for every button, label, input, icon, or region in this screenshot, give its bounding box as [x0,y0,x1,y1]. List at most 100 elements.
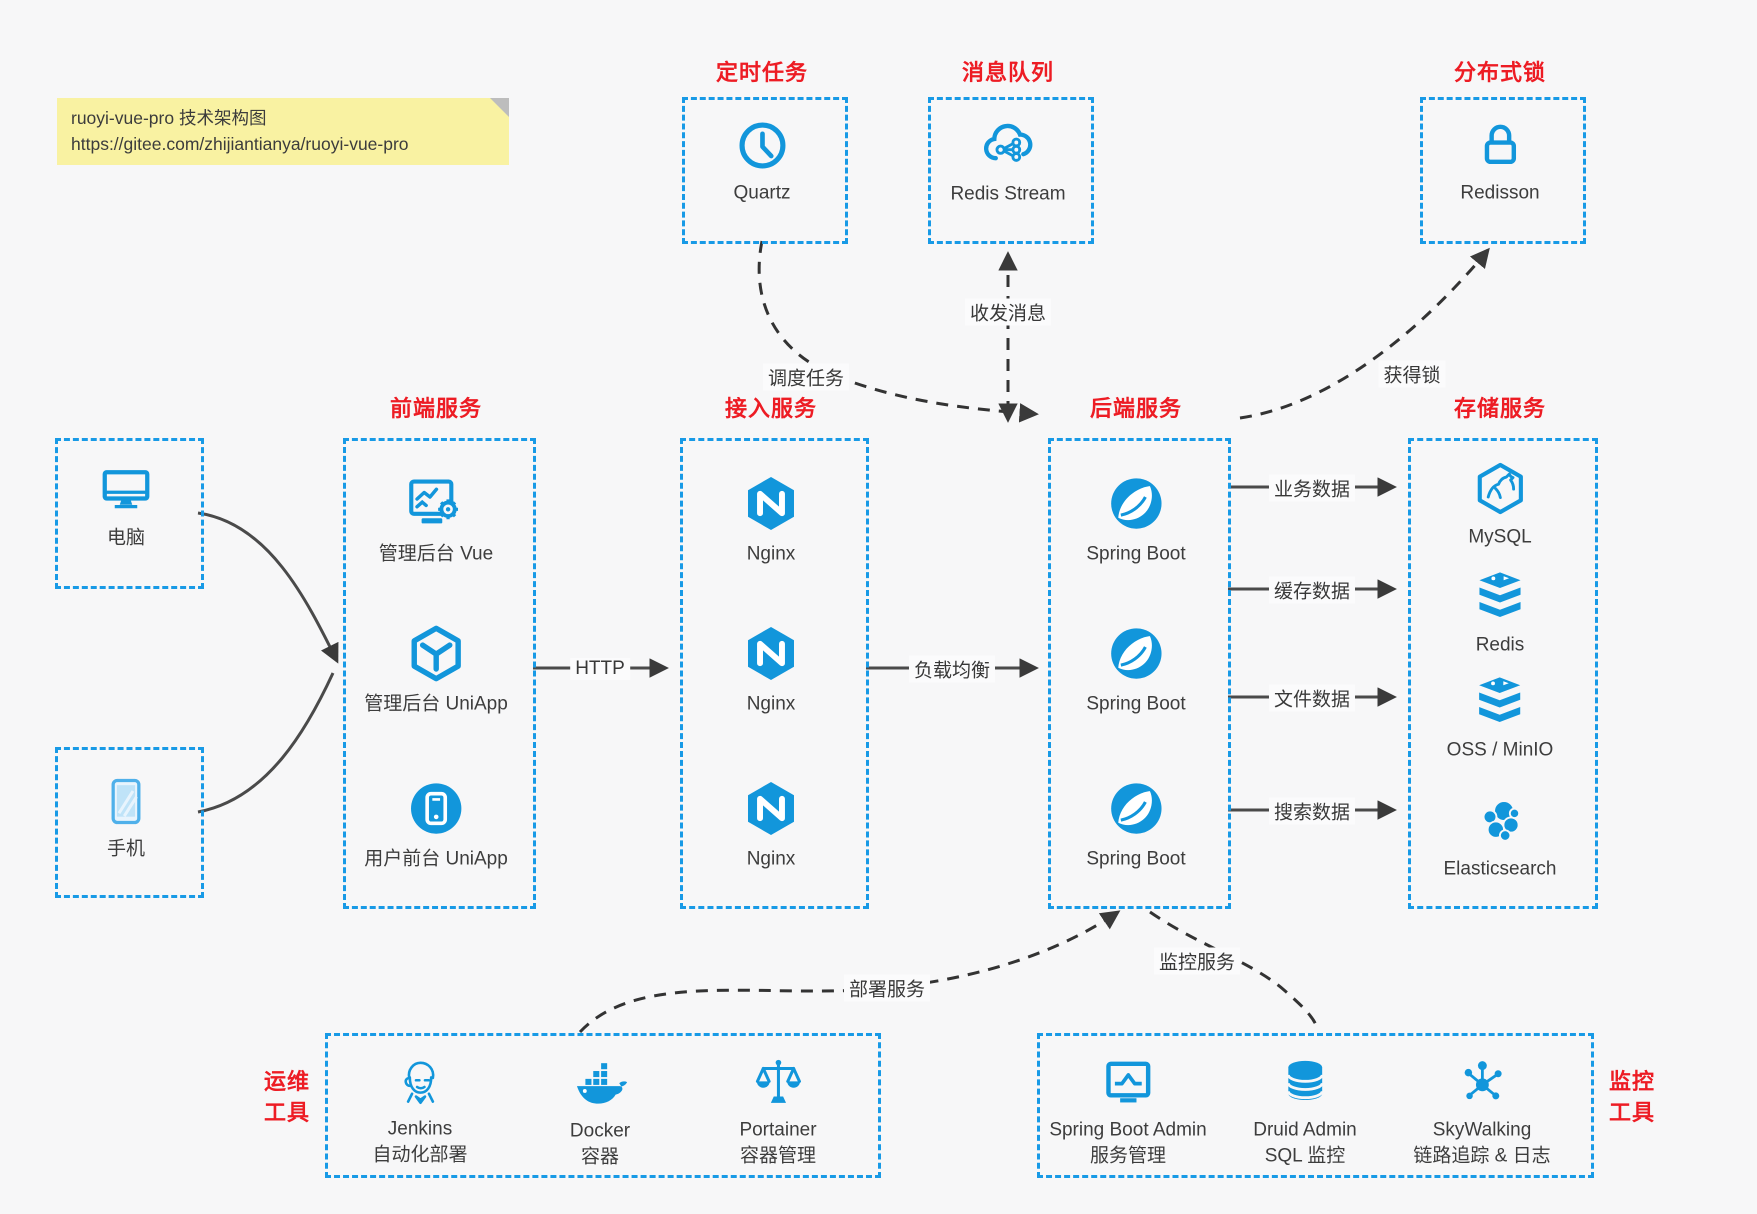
node-mobile-label: 手机 [106,838,145,860]
node-admin-uniapp: 管理后台 UniApp [364,623,508,718]
node-quartz-label: Quartz [733,182,791,204]
group-storage-title: 存储服务 [1453,396,1547,421]
group-monitoring-box [1037,1033,1594,1178]
node-user-uniapp-label: 用户前台 UniApp [364,848,508,870]
node-portainer-label2: 容器管理 [739,1145,817,1167]
node-admin-vue: 管理后台 Vue [379,473,493,568]
group-backend-title: 后端服务 [1089,396,1183,421]
node-desktop-label: 电脑 [106,527,145,549]
node-oss-minio-label: OSS / MinIO [1446,739,1554,761]
client-mobile-box [55,747,204,898]
node-redis-stream: Redis Stream [950,117,1066,208]
note-fold-corner [490,98,509,117]
node-druid-admin-label2: SQL 监控 [1264,1145,1346,1167]
group-devops-title-line2: 工具 [263,1100,311,1125]
sticky-note-title: ruoyi-vue-pro 技术架构图 [71,108,267,128]
group-message-queue-title: 消息队列 [961,60,1055,85]
node-mobile: 手机 [98,774,154,863]
druid-icon [1277,1055,1333,1111]
node-docker-label1: Docker [569,1120,631,1142]
node-portainer: Portainer 容器管理 [739,1055,817,1170]
node-spring-boot-2-label: Spring Boot [1086,693,1186,715]
jenkins-icon [393,1056,447,1110]
node-portainer-label1: Portainer [739,1119,817,1141]
edge-label-business-data: 业务数据 [1268,474,1356,502]
group-storage-box [1408,438,1598,909]
node-elasticsearch: Elasticsearch [1444,794,1557,883]
node-jenkins: Jenkins 自动化部署 [372,1056,468,1169]
node-nginx-3-label: Nginx [746,848,796,870]
node-druid-admin: Druid Admin SQL 监控 [1253,1055,1357,1170]
group-monitoring-title-line2: 工具 [1608,1100,1656,1125]
node-nginx-1: Nginx [740,473,802,568]
node-mysql: MySQL [1468,460,1532,551]
group-access-title: 接入服务 [724,396,818,421]
edge-deploy-service-line [578,910,1121,1034]
sticky-note-url: https://gitee.com/zhijiantianya/ruoyi-vu… [71,134,409,154]
uniapp-cube-icon [405,623,467,685]
node-skywalking-label1: SkyWalking [1432,1119,1532,1141]
user-uniapp-icon [405,778,467,840]
node-nginx-1-label: Nginx [746,543,796,565]
group-scheduled-task-box [682,97,848,244]
node-jenkins-label1: Jenkins [387,1118,453,1140]
group-access-box [680,438,869,909]
node-spring-boot-3: Spring Boot [1086,778,1186,873]
group-message-queue-box [928,97,1094,244]
edge-label-cache-data: 缓存数据 [1268,576,1356,604]
node-nginx-3: Nginx [740,778,802,873]
node-user-uniapp: 用户前台 UniApp [364,778,508,873]
node-elasticsearch-label: Elasticsearch [1443,858,1557,880]
edge-label-schedule-task: 调度任务 [762,363,850,391]
lock-icon [1472,118,1528,174]
edge-mobile-to-frontend [197,672,335,814]
spring-boot-admin-icon [1100,1055,1156,1111]
docker-icon [571,1054,629,1112]
node-redis-label: Redis [1475,634,1525,656]
edge-label-send-receive-message: 收发消息 [964,298,1052,326]
group-frontend-title: 前端服务 [389,396,483,421]
client-desktop-box [55,438,204,589]
group-devops-title: 运维 工具 [264,1066,310,1128]
group-distributed-lock-box [1420,97,1586,244]
cloud-share-icon [979,117,1037,175]
node-desktop: 电脑 [96,459,156,552]
edge-label-http: HTTP [570,658,630,680]
group-devops-title-line1: 运维 [263,1069,311,1094]
node-mysql-label: MySQL [1468,526,1532,548]
group-monitoring-title: 监控 工具 [1609,1066,1655,1128]
node-skywalking-label2: 链路追踪 & 日志 [1413,1145,1551,1167]
group-backend-box [1048,438,1231,909]
nginx-icon [740,473,802,535]
edge-label-search-data: 搜索数据 [1268,797,1356,825]
admin-vue-icon [405,473,467,535]
edge-monitor-service-line [1149,910,1320,1032]
edge-label-file-data: 文件数据 [1268,684,1356,712]
group-frontend-box [343,438,536,909]
node-spring-boot-1-label: Spring Boot [1086,543,1186,565]
elasticsearch-icon [1472,794,1528,850]
node-spring-boot-admin: Spring Boot Admin 服务管理 [1049,1055,1207,1170]
node-spring-boot-admin-label1: Spring Boot Admin [1049,1119,1207,1141]
node-redis-stream-label: Redis Stream [950,183,1066,205]
edge-label-acquire-lock: 获得锁 [1378,360,1446,388]
node-admin-vue-label: 管理后台 Vue [378,543,494,565]
portainer-icon [750,1055,806,1111]
group-monitoring-title-line1: 监控 [1608,1069,1656,1094]
group-scheduled-task-title: 定时任务 [715,60,809,85]
spring-boot-icon [1105,778,1167,840]
storage-stack-icon [1471,673,1529,731]
node-skywalking: SkyWalking 链路追踪 & 日志 [1413,1055,1551,1170]
node-docker-label2: 容器 [580,1146,619,1168]
edge-label-load-balance: 负载均衡 [908,655,996,683]
sticky-note: ruoyi-vue-pro 技术架构图 https://gitee.com/zh… [57,98,509,165]
edge-desktop-to-frontend [197,511,339,664]
group-devops-box [325,1033,881,1178]
node-spring-boot-2: Spring Boot [1086,623,1186,718]
nginx-icon [740,623,802,685]
node-redis: Redis [1471,568,1529,659]
node-redisson: Redisson [1460,118,1540,207]
node-quartz: Quartz [733,118,791,207]
node-docker: Docker 容器 [570,1054,630,1171]
